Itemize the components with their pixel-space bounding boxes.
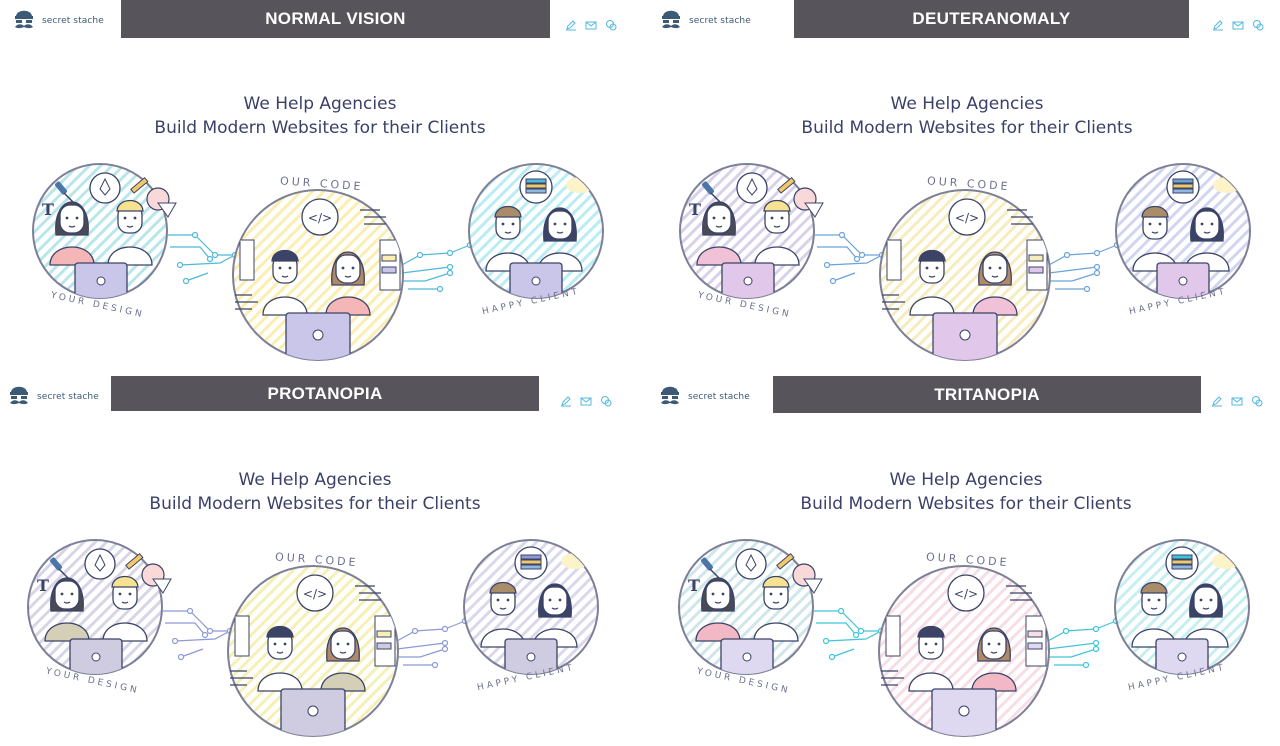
mustache-logo-icon <box>10 386 28 405</box>
headline-line-2: Build Modern Websites for their Clients <box>149 494 481 514</box>
headline-line-2: Build Modern Websites for their Clients <box>801 118 1133 138</box>
nav-icons <box>560 392 612 407</box>
mail-icon[interactable] <box>585 16 597 30</box>
pencil-icon <box>130 176 149 194</box>
chat-icon[interactable] <box>600 392 612 407</box>
chat-icon[interactable] <box>1252 16 1264 31</box>
headline-line-1: We Help Agencies <box>889 470 1043 490</box>
vision-label-banner: DEUTERANOMALY <box>794 0 1189 38</box>
mustache-logo-icon <box>15 10 33 29</box>
svg-text:OUR CODE: OUR CODE <box>926 550 1010 569</box>
svg-text:</>: </> <box>303 587 327 601</box>
pencil-icon <box>125 552 144 570</box>
eyedropper-icon <box>701 557 721 580</box>
panel-deuteranomaly: secret stache DEUTERANOMALY We Help Agenci… <box>647 0 1280 370</box>
pen-nib-icon <box>89 172 121 204</box>
logo-text: secret stache <box>42 16 104 26</box>
mustache-logo-icon <box>662 10 680 29</box>
svg-text:T: T <box>42 200 54 219</box>
logo[interactable]: secret stache <box>659 6 751 36</box>
logo-text: secret stache <box>689 16 751 26</box>
pen-nib-icon <box>735 548 767 580</box>
svg-text:OUR CODE: OUR CODE <box>275 550 359 569</box>
nav-icons <box>1212 16 1264 31</box>
edit-icon[interactable] <box>560 392 572 407</box>
nav-icons <box>565 16 617 31</box>
vision-label-banner: PROTANOPIA <box>111 376 539 411</box>
logo-text: secret stache <box>688 392 750 402</box>
headline-line-1: We Help Agencies <box>238 470 392 490</box>
chat-icon[interactable] <box>605 16 617 31</box>
mail-icon[interactable] <box>580 392 592 406</box>
svg-text:</>: </> <box>954 587 978 601</box>
pen-nib-icon <box>84 548 116 580</box>
code-icon: </> <box>301 198 339 236</box>
vision-label-banner: NORMAL VISION <box>121 0 550 38</box>
code-icon: </> <box>948 198 986 236</box>
logo[interactable]: secret stache <box>12 6 104 36</box>
svg-text:OUR CODE: OUR CODE <box>927 174 1011 193</box>
svg-text:T: T <box>688 576 700 595</box>
vision-label-banner: TRITANOPIA <box>773 376 1201 413</box>
svg-text:T: T <box>37 576 49 595</box>
headline-line-1: We Help Agencies <box>890 94 1044 114</box>
eyedropper-icon <box>702 181 722 204</box>
nav-icons <box>1211 392 1263 407</box>
mustache-logo-icon <box>661 386 679 405</box>
headline-line-1: We Help Agencies <box>243 94 397 114</box>
logo[interactable]: secret stache <box>658 382 750 412</box>
eyedropper-icon <box>50 557 70 580</box>
panel-normal-vision: secret stache NORMAL VISION We Help Agenci… <box>0 0 640 370</box>
stack-icon <box>519 170 553 204</box>
stack-icon <box>514 546 548 580</box>
code-icon: </> <box>947 574 985 612</box>
svg-text:</>: </> <box>308 211 332 225</box>
edit-icon[interactable] <box>565 16 577 31</box>
svg-text:OUR CODE: OUR CODE <box>280 174 364 193</box>
stack-icon <box>1166 170 1200 204</box>
pen-nib-icon <box>736 172 768 204</box>
svg-text:T: T <box>689 200 701 219</box>
logo[interactable]: secret stache <box>7 382 99 412</box>
pencil-icon <box>776 552 795 570</box>
eyedropper-icon <box>55 181 75 204</box>
headline-line-2: Build Modern Websites for their Clients <box>800 494 1132 514</box>
headline-line-2: Build Modern Websites for their Clients <box>154 118 486 138</box>
code-icon: </> <box>296 574 334 612</box>
edit-icon[interactable] <box>1211 392 1223 407</box>
svg-text:</>: </> <box>955 211 979 225</box>
stack-icon <box>1165 546 1199 580</box>
edit-icon[interactable] <box>1212 16 1224 31</box>
pencil-icon <box>777 176 796 194</box>
mail-icon[interactable] <box>1231 392 1243 406</box>
mail-icon[interactable] <box>1232 16 1244 30</box>
logo-text: secret stache <box>37 392 99 402</box>
chat-icon[interactable] <box>1251 392 1263 407</box>
